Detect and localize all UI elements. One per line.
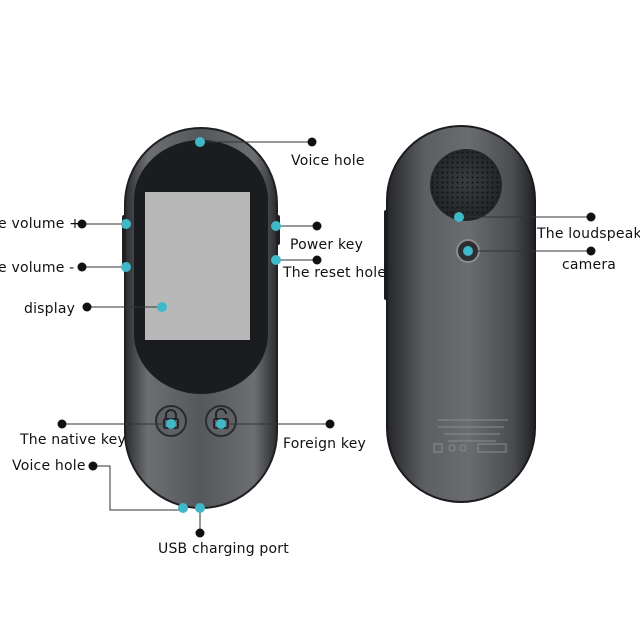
front-device [122, 127, 280, 509]
leader-lines [62, 141, 591, 533]
label-display: display [24, 301, 76, 317]
marker-camera [463, 246, 473, 256]
marker-voice-hole-bottom [178, 503, 188, 513]
marker-loudspeaker [454, 212, 464, 222]
marker-volume-down [121, 262, 131, 272]
marker-voice-hole-top [195, 137, 205, 147]
label-camera: camera [562, 257, 617, 273]
label-volume-down: e volume - [0, 260, 75, 276]
marker-power-key [271, 221, 281, 231]
back-device [384, 125, 536, 503]
regulatory-marks [433, 419, 508, 453]
label-native-key: The native key [20, 432, 126, 448]
front-screen [145, 192, 250, 340]
label-foreign-key: Foreign key [283, 436, 366, 452]
label-loudspeaker: The loudspeak [537, 226, 640, 242]
label-voice-hole-bottom: Voice hole [12, 458, 86, 474]
marker-foreign-key [216, 419, 226, 429]
marker-volume-up [121, 219, 131, 229]
label-usb-port: USB charging port [158, 541, 289, 557]
marker-usb-port [195, 503, 205, 513]
label-power-key: Power key [290, 237, 364, 253]
back-side-button [384, 210, 388, 300]
label-endpoints [57, 137, 596, 538]
speaker-grille [430, 149, 502, 221]
label-voice-hole-top: Voice hole [291, 153, 365, 169]
marker-native-key [166, 419, 176, 429]
marker-display [157, 302, 167, 312]
label-reset-hole: The reset hole [283, 265, 387, 281]
marker-reset-hole [271, 255, 281, 265]
feature-markers [121, 137, 473, 513]
label-volume-up: e volume + [0, 216, 82, 232]
back-device-body [386, 125, 536, 503]
